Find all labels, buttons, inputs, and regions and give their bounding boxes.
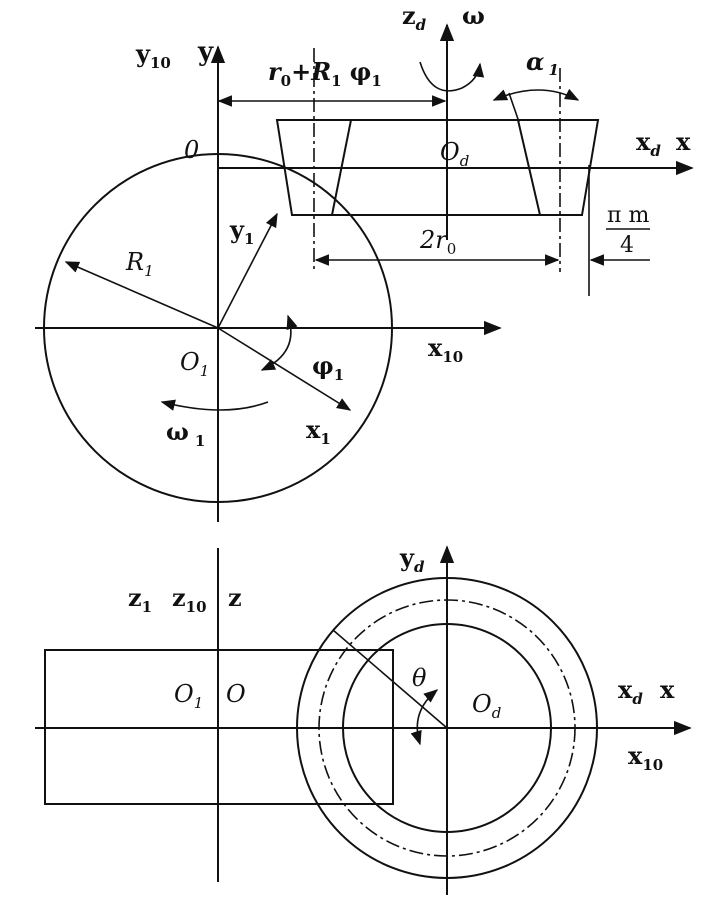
wheel-section-rect (44, 649, 394, 805)
label-y-top: y (197, 37, 214, 67)
alpha1-angle-arc (492, 88, 580, 101)
label-xd-bottom: xd (618, 675, 643, 708)
label-Od-top: Od (440, 138, 469, 170)
pitch-circle-dashdot (318, 599, 576, 857)
label-z1: z1 (128, 583, 152, 616)
label-pi-m-numerator: π m (607, 203, 649, 228)
radius-R1-arrow (64, 261, 219, 329)
label-R1-radius: R1 (125, 248, 154, 280)
outer-circle (296, 577, 598, 879)
label-z10: z10 (172, 583, 207, 616)
label-O1-bottom: O1 (174, 680, 203, 712)
label-origin-top: 0 (184, 136, 199, 164)
label-Od-bottom: Od (472, 690, 501, 722)
tool-profile (275, 119, 600, 216)
inner-circle (342, 623, 552, 833)
label-2r0: 2r0 (419, 226, 456, 258)
label-x10-bottom: x10 (628, 741, 663, 774)
label-y10-top: y10 (135, 39, 171, 72)
label-pi-m-denominator: 4 (620, 233, 634, 258)
omega1-rotation-arrow (160, 399, 269, 411)
phi1-angle-arc (260, 314, 298, 371)
tool-left-flank (331, 119, 352, 216)
label-zd: zd (402, 1, 427, 34)
label-x10-top: x10 (428, 333, 463, 366)
label-x-top: x (676, 127, 691, 156)
label-O1-top: O1 (180, 348, 209, 380)
omega-rotation-arrow (419, 61, 485, 92)
tool-right-flank (517, 119, 541, 216)
label-y1: y1 (229, 215, 254, 248)
label-omega: ω (462, 1, 485, 30)
label-z-bottom: z (228, 583, 242, 612)
label-xd-top: xd (636, 127, 661, 160)
label-phi1: φ1 (312, 351, 344, 384)
label-yd-bottom: yd (399, 543, 425, 576)
alpha1-angle-line (508, 92, 520, 123)
label-x-bottom: x (660, 675, 675, 704)
theta-angle-arc (410, 689, 439, 746)
y1-axis-arrow (217, 212, 278, 329)
label-x1: x1 (306, 415, 331, 448)
radial-line (332, 629, 448, 729)
pitch-circle (43, 153, 393, 503)
label-O-bottom: O (226, 680, 246, 708)
label-theta: θ (412, 664, 427, 692)
